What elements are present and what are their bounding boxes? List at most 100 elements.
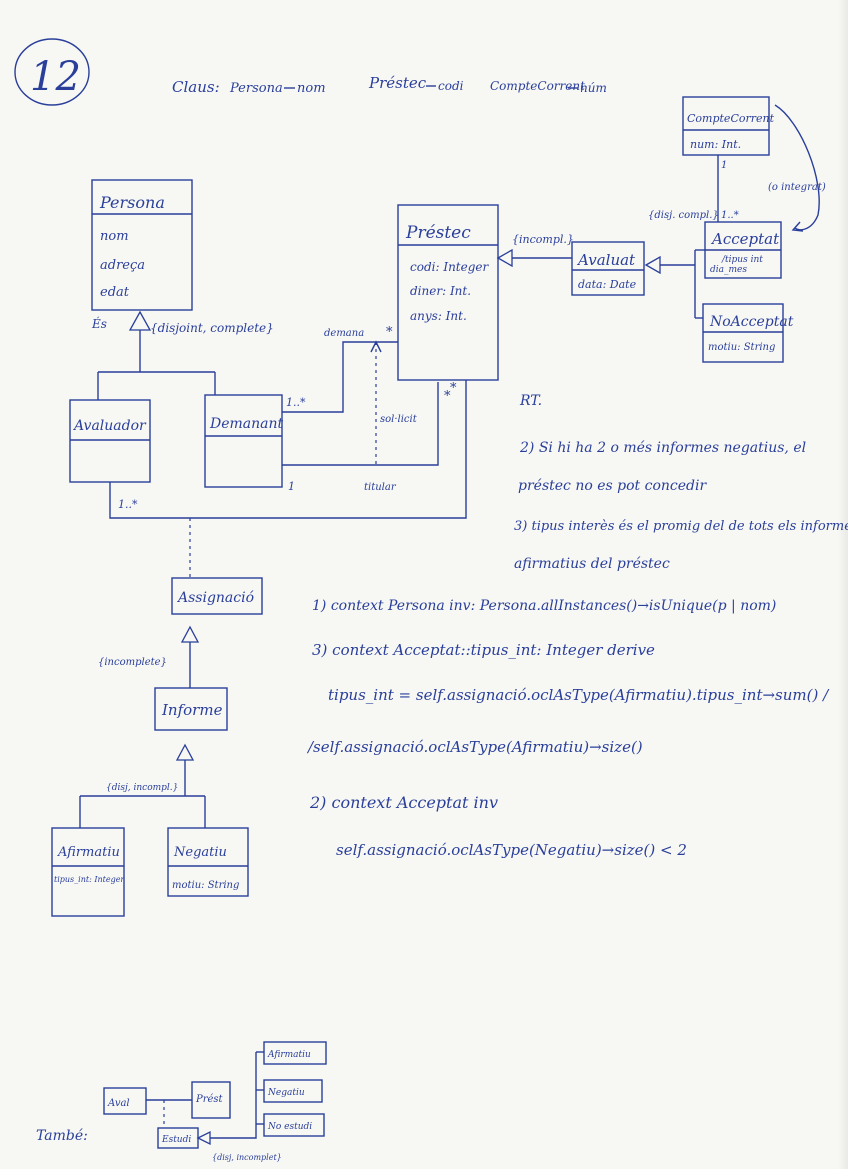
ocl-line: 3) context Acceptat::tipus_int: Integer … bbox=[312, 641, 655, 659]
disj-compl-label: {disj. compl.} bbox=[648, 210, 719, 221]
tambe-diagram: També: Aval Prést Estudi Afirmatiu Negat… bbox=[36, 1041, 327, 1162]
afirmatiu-name: Afirmatiu bbox=[57, 845, 120, 860]
ocl-line: tipus_int = self.assignació.oclAsType(Af… bbox=[328, 686, 830, 704]
prestec-name: Préstec bbox=[405, 223, 471, 243]
mult-many: * bbox=[386, 325, 393, 340]
tambe-noestudi-box bbox=[263, 1113, 325, 1137]
header-keys: Claus: Persona nom Préstec codi CompteCo… bbox=[172, 74, 607, 96]
tambe-noestudi: No estudi bbox=[267, 1122, 312, 1132]
sol-licit-label: sol·licit bbox=[380, 414, 418, 425]
class-avaluador: Avaluador bbox=[69, 399, 151, 483]
rule-text: préstec no es pot concedir bbox=[518, 478, 707, 494]
avaluador-prestec-association: 1..* * bbox=[109, 380, 467, 578]
compte-name: CompteCorrent bbox=[687, 112, 775, 125]
claus-label: Claus: bbox=[172, 78, 220, 96]
class-afirmatiu: Afirmatiu tipus_int: Integer bbox=[51, 827, 125, 917]
mult-one-many: 1..* bbox=[286, 396, 306, 409]
mult-one: 1 bbox=[721, 160, 727, 171]
avaluador-name: Avaluador bbox=[72, 418, 147, 434]
prestec-attr: codi: Integer bbox=[410, 260, 489, 274]
demanant-prestec-association: 1..* demana * sol·licit 1 titular * bbox=[282, 325, 451, 493]
acceptat-attr: /tipus int bbox=[721, 255, 763, 265]
afirmatiu-negatiu-generalization: {disj, incompl.} bbox=[79, 743, 206, 828]
incompl-label: {incompl.} bbox=[512, 233, 574, 246]
noacceptat-name: NoAcceptat bbox=[709, 314, 794, 330]
es-label: És bbox=[91, 316, 107, 331]
class-negatiu: Negatiu motiu: String bbox=[167, 827, 249, 897]
mult-one-many: 1..* bbox=[118, 498, 138, 511]
disj-incompl-label: {disj, incompl.} bbox=[106, 783, 178, 793]
persona-attr: edat bbox=[100, 285, 130, 300]
acceptat-generalization: {disj. compl.} bbox=[644, 210, 719, 319]
demanant-name: Demanant bbox=[209, 416, 284, 432]
rule-text: afirmatius del préstec bbox=[514, 556, 670, 572]
ocl-line: 1) context Persona inv: Persona.allInsta… bbox=[312, 598, 776, 614]
compte-acceptat-association: 1 1..* (o integrat) bbox=[717, 104, 826, 232]
claus-compte-key: núm bbox=[580, 81, 607, 95]
claus-prestec-key: codi bbox=[438, 79, 464, 93]
acceptat-name: Acceptat bbox=[710, 230, 780, 248]
tambe-aval-box bbox=[103, 1087, 147, 1115]
class-persona: Persona nom adreça edat bbox=[91, 179, 193, 311]
class-assignacio: Assignació bbox=[171, 577, 263, 615]
acceptat-attr: dia_mes bbox=[710, 265, 747, 275]
class-informe: Informe bbox=[154, 687, 228, 731]
avaluat-name: Avaluat bbox=[576, 251, 636, 269]
ocl-line: /self.assignació.oclAsType(Afirmatiu)→si… bbox=[306, 738, 643, 756]
compte-attr: num: Int. bbox=[690, 138, 741, 151]
avaluat-generalization: {incompl.} bbox=[496, 233, 574, 268]
persona-attr: adreça bbox=[100, 258, 145, 273]
ocl-line: self.assignació.oclAsType(Negatiu)→size(… bbox=[336, 841, 687, 859]
tambe-aval: Aval bbox=[107, 1098, 130, 1109]
page-number-circle bbox=[14, 38, 90, 106]
titular-label: titular bbox=[364, 482, 397, 493]
claus-persona-key: nom bbox=[297, 81, 326, 96]
tambe-negatiu-box bbox=[263, 1079, 323, 1103]
mult-one-many: 1..* bbox=[721, 210, 739, 221]
o-integrat-label: (o integrat) bbox=[768, 182, 826, 193]
informe-name: Informe bbox=[161, 701, 223, 719]
rule-text: 2) Si hi ha 2 o més informes negatius, e… bbox=[519, 440, 806, 456]
assignacio-name: Assignació bbox=[176, 590, 254, 606]
tambe-disj-incomplet: {disj, incomplet} bbox=[212, 1153, 282, 1162]
class-avaluat: Avaluat data: Date bbox=[571, 241, 645, 296]
mult-many: * bbox=[444, 389, 451, 404]
disjoint-complete-label: {disjoint, complete} bbox=[150, 321, 274, 335]
tambe-prest: Prést bbox=[195, 1094, 224, 1105]
mult-one: 1 bbox=[288, 480, 295, 493]
class-demanant: Demanant bbox=[204, 394, 284, 488]
afirmatiu-attr: tipus_int: Integer bbox=[54, 875, 125, 884]
avaluat-attr: data: Date bbox=[578, 278, 637, 291]
class-prestec: Préstec codi: Integer diner: Int. anys: … bbox=[397, 204, 499, 381]
tambe-label: També: bbox=[36, 1128, 88, 1144]
claus-prestec: Préstec bbox=[368, 74, 427, 92]
negatiu-name: Negatiu bbox=[173, 845, 227, 860]
class-acceptat: Acceptat /tipus int dia_mes bbox=[704, 221, 782, 279]
tambe-prest-box bbox=[191, 1081, 231, 1119]
prestec-attr: anys: Int. bbox=[410, 309, 467, 323]
page-edge-shadow bbox=[838, 0, 848, 1169]
rule-text: 3) tipus interès és el promig del de tot… bbox=[514, 519, 848, 534]
demana-label: demana bbox=[324, 328, 364, 339]
prestec-attr: diner: Int. bbox=[410, 284, 471, 298]
tambe-estudi: Estudi bbox=[161, 1135, 191, 1145]
persona-attr: nom bbox=[100, 229, 129, 244]
persona-generalization: És {disjoint, complete} bbox=[91, 310, 274, 400]
claus-compte: CompteCorrent bbox=[490, 79, 585, 93]
tambe-afirmatiu-box bbox=[263, 1041, 327, 1065]
claus-persona: Persona bbox=[229, 81, 283, 96]
tambe-afirmatiu: Afirmatiu bbox=[267, 1050, 311, 1060]
rt-label: RT. bbox=[519, 393, 542, 409]
negatiu-attr: motiu: String bbox=[172, 880, 239, 891]
noacceptat-attr: motiu: String bbox=[708, 342, 775, 353]
rules-block: RT. 2) Si hi ha 2 o més informes negatiu… bbox=[514, 393, 848, 572]
class-comptecorrent: CompteCorrent num: Int. bbox=[682, 96, 775, 156]
class-noacceptat: NoAcceptat motiu: String bbox=[702, 303, 794, 363]
mult-many: * bbox=[450, 381, 457, 396]
page-number: 12 bbox=[30, 54, 81, 100]
ocl-line: 2) context Acceptat inv bbox=[309, 793, 498, 812]
tambe-negatiu: Negatiu bbox=[267, 1088, 305, 1098]
ocl-block: 1) context Persona inv: Persona.allInsta… bbox=[306, 598, 830, 859]
persona-name: Persona bbox=[99, 193, 165, 212]
